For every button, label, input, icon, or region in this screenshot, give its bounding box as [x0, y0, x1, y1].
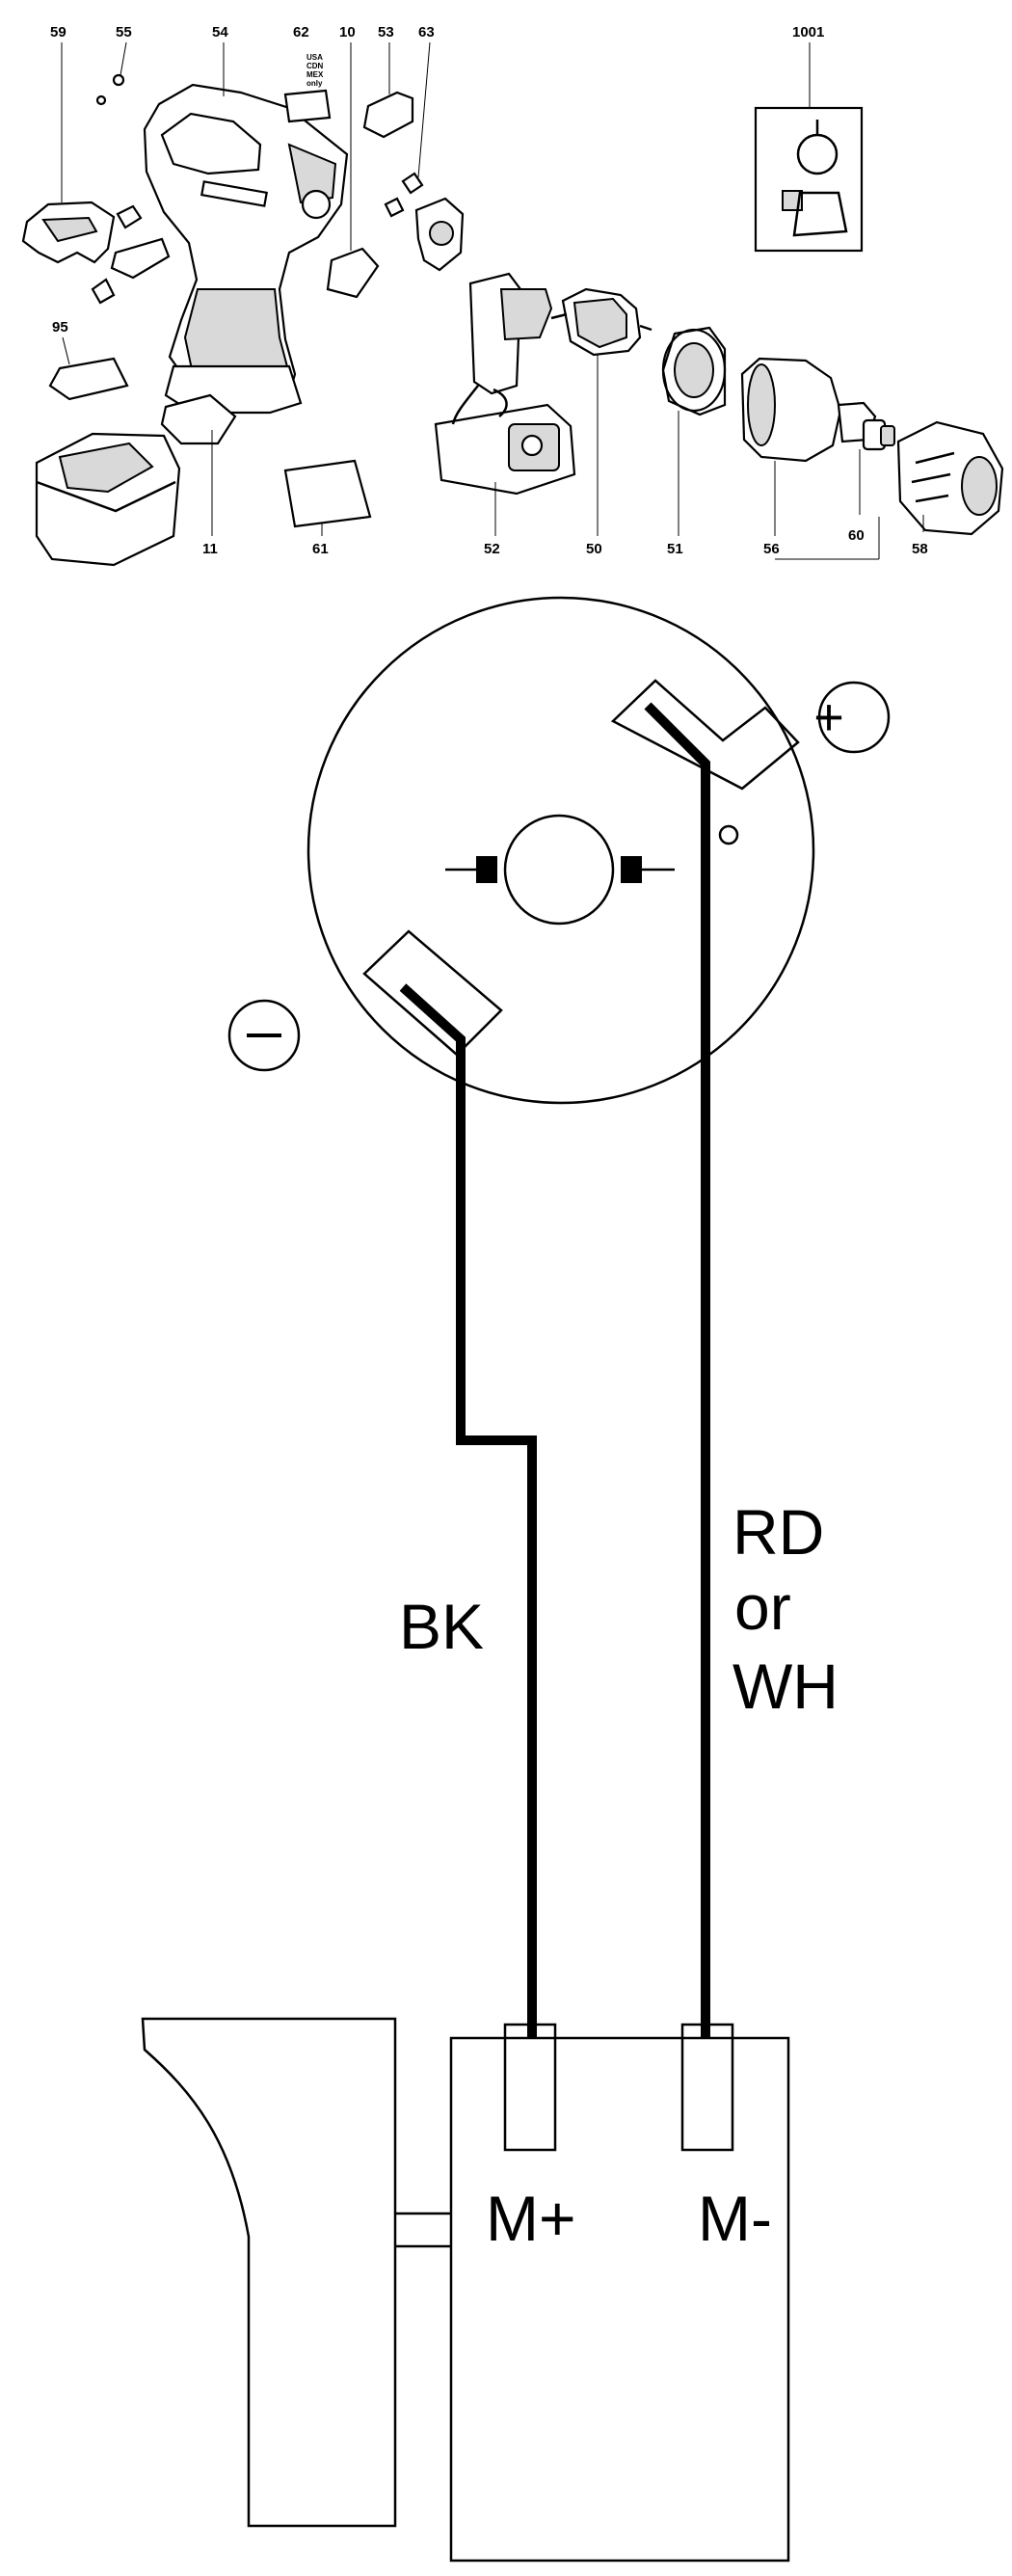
negative-terminal-circle	[227, 999, 301, 1072]
part-95-pad	[48, 357, 129, 401]
part-50-motor	[550, 287, 652, 357]
wire-label-or: or	[734, 1571, 791, 1643]
positive-terminal-circle	[817, 681, 891, 754]
part-label-52: 52	[484, 541, 500, 557]
switch-label-m-plus: M+	[486, 2183, 576, 2254]
motor-symbol	[445, 814, 675, 926]
motor-outline	[306, 596, 815, 1105]
wire-black	[399, 983, 537, 2038]
part-52-switch	[434, 272, 576, 496]
switch-terminal-m-minus	[680, 2023, 734, 2152]
part-label-53: 53	[378, 24, 394, 40]
part-clips	[91, 204, 171, 305]
part-electronics-board	[414, 197, 465, 272]
label-usa: USA	[306, 53, 323, 62]
part-label-50: 50	[586, 541, 602, 557]
part-label-58: 58	[912, 541, 928, 557]
part-label-62: 62	[293, 24, 309, 40]
part-11-block	[160, 393, 237, 445]
motor-terminal-positive: +	[610, 679, 891, 791]
part-51-ring	[661, 326, 727, 416]
label-cdn: CDN	[306, 62, 324, 70]
part-label-10: 10	[339, 24, 356, 40]
part-60-chuck	[862, 418, 895, 451]
part-number-labels: 59 55 54 62 10 53 63 1001 95 11 61 52 50…	[50, 24, 928, 557]
switch-trigger	[141, 2017, 397, 2528]
part-53-slider	[362, 91, 414, 139]
part-label-56: 56	[763, 541, 780, 557]
part-55-screw	[112, 73, 125, 87]
part-label-59: 59	[50, 24, 67, 40]
wire-label-rd: RD	[732, 1496, 824, 1568]
part-label-60: 60	[848, 527, 865, 544]
part-62-label: USA CDN MEX only	[283, 53, 332, 123]
wire-label-wh: WH	[732, 1650, 839, 1722]
part-label-1001: 1001	[792, 24, 824, 40]
part-63-spring-2	[384, 197, 405, 218]
part-58-shroud	[896, 420, 1004, 536]
switch-connector	[395, 2212, 451, 2248]
exploded-view: USA CDN MEX only	[21, 24, 1004, 567]
motor-terminal-negative	[227, 929, 503, 1072]
part-label-51: 51	[667, 541, 683, 557]
switch-label-m-minus: M-	[698, 2183, 772, 2254]
part-label-55: 55	[116, 24, 132, 40]
part-1001-inset	[754, 106, 864, 253]
part-55-screw-2	[95, 94, 107, 106]
part-label-63: 63	[418, 24, 435, 40]
part-label-11: 11	[202, 541, 218, 557]
switch-terminal-m-plus	[503, 2023, 557, 2152]
part-label-54: 54	[212, 24, 228, 40]
part-10-cover	[326, 247, 380, 299]
part-61-sheet	[283, 459, 372, 528]
label-mex: MEX	[306, 70, 324, 79]
part-59-clip	[21, 201, 116, 264]
battery-pack	[35, 432, 181, 567]
motor-hole	[718, 824, 739, 845]
switch-body	[449, 2036, 790, 2563]
part-label-61: 61	[312, 541, 329, 557]
wire-red-or-white	[644, 702, 710, 2038]
wiring-diagram: + BK RD or WH M+ M-	[141, 596, 891, 2563]
leader-lines	[61, 41, 924, 560]
wire-label-bk: BK	[399, 1591, 484, 1662]
part-label-95: 95	[52, 319, 68, 335]
label-only: only	[306, 79, 323, 88]
part-56-gearbox	[740, 357, 877, 463]
part-63-spring	[401, 172, 424, 195]
part-54-housing	[143, 83, 349, 415]
